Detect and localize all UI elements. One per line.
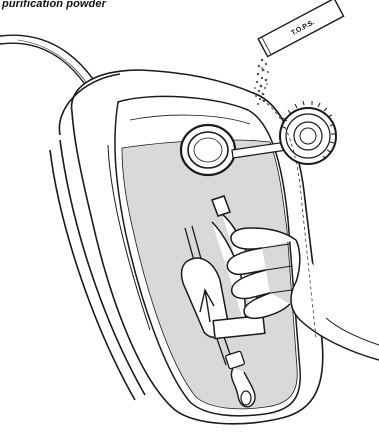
screw-cap [280, 101, 336, 164]
tops-powder-packet: T.O.P.S. [258, 0, 343, 57]
fill-port-opening [181, 125, 235, 175]
